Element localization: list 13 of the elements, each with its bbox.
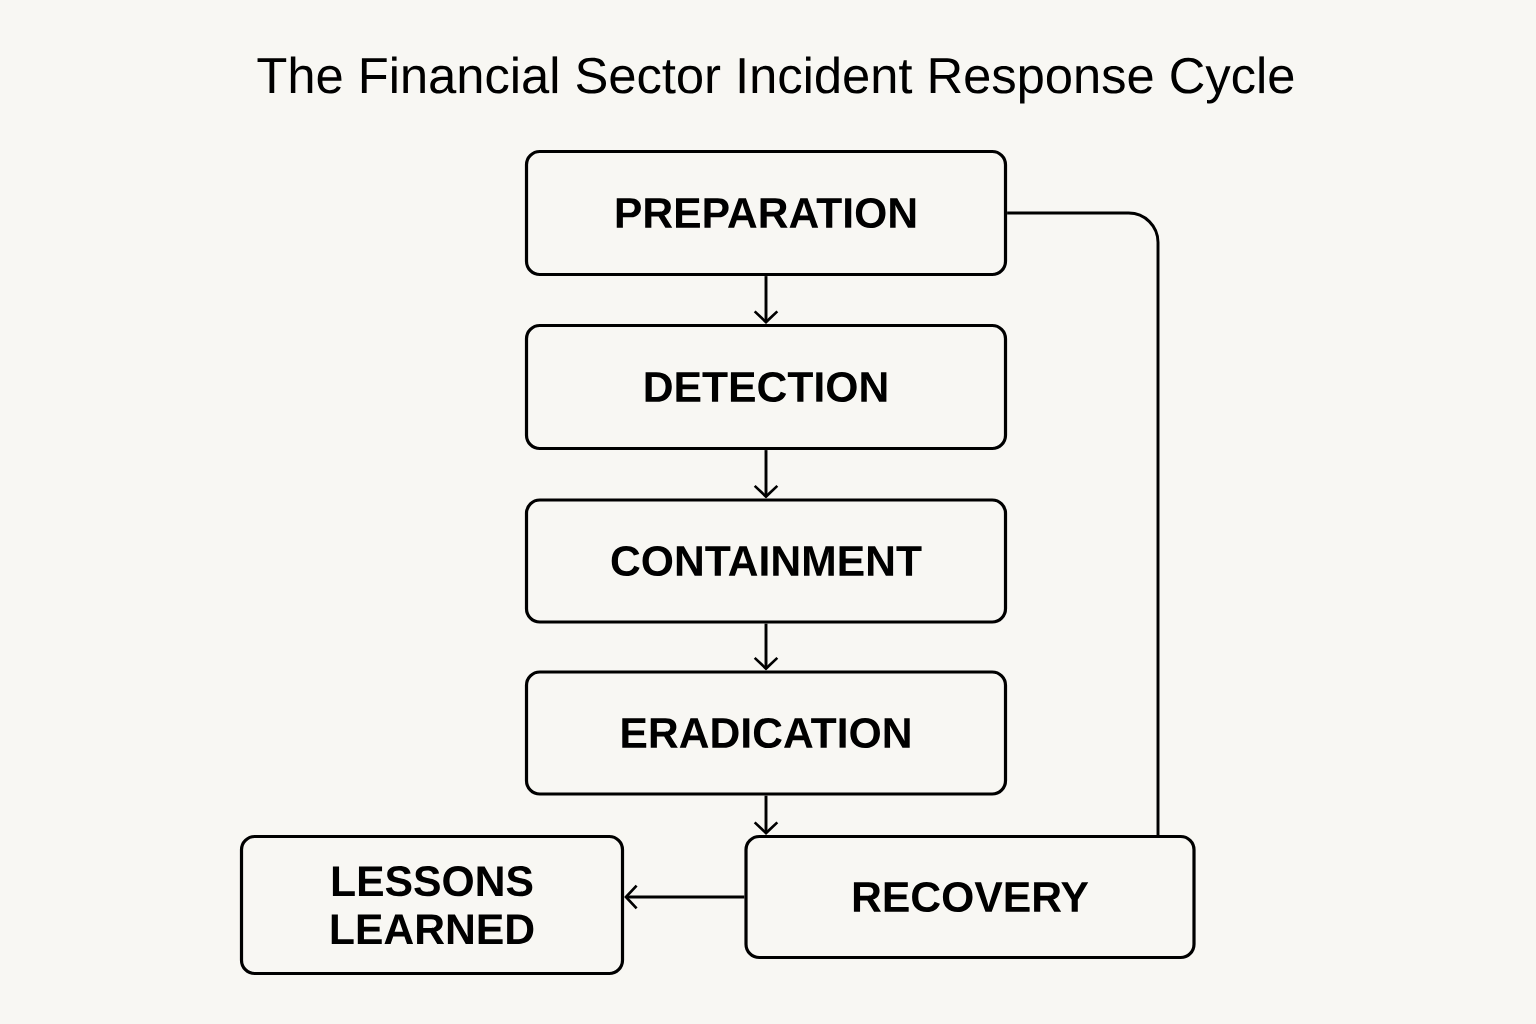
process-box: ERADICATION	[524, 670, 1008, 796]
process-box: DETECTION	[524, 323, 1008, 451]
process-box: CONTAINMENT	[524, 498, 1008, 624]
process-box: RECOVERY	[744, 834, 1196, 960]
process-box: PREPARATION	[524, 149, 1008, 277]
process-box: LESSONS LEARNED	[239, 834, 625, 976]
arrow	[753, 450, 779, 499]
arrow	[624, 884, 745, 910]
arrow	[753, 276, 779, 324]
arrow	[753, 795, 779, 835]
connector-line	[1007, 211, 1160, 835]
arrow	[753, 623, 779, 671]
title: The Financial Sector Incident Response Cycle	[257, 56, 1294, 104]
